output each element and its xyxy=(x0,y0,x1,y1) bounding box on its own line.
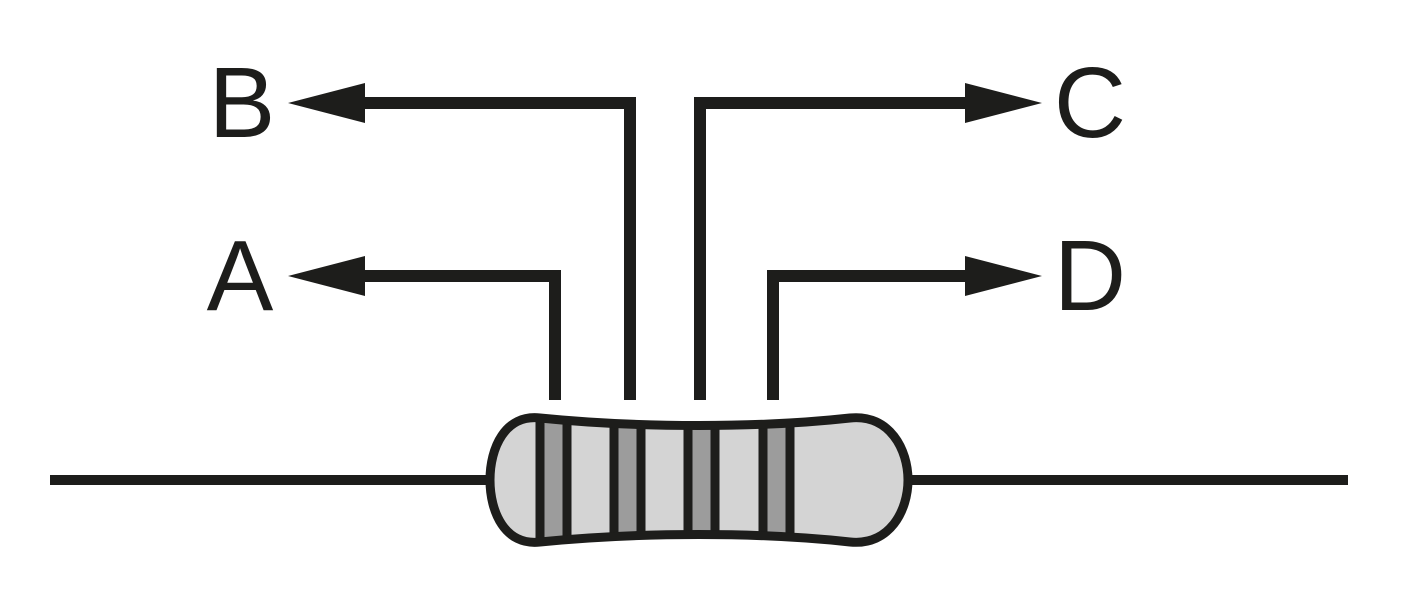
arrowhead-c-icon xyxy=(965,83,1042,123)
pointer-line-d xyxy=(767,270,975,400)
label-a: A xyxy=(207,220,274,332)
pointer-line-a xyxy=(355,270,561,400)
arrowhead-b-icon xyxy=(288,83,365,123)
label-b: B xyxy=(209,47,276,159)
resistor-body xyxy=(485,413,913,547)
pointer-line-c xyxy=(694,97,975,400)
band-divider-lines xyxy=(535,419,795,541)
arrowhead-d-icon xyxy=(965,256,1042,296)
pointer-line-b xyxy=(355,97,636,400)
label-c: C xyxy=(1054,47,1126,159)
pointer-lines xyxy=(355,97,975,400)
label-d: D xyxy=(1054,220,1126,332)
resistor-body-outline xyxy=(485,413,913,547)
arrowhead-a-icon xyxy=(288,256,365,296)
